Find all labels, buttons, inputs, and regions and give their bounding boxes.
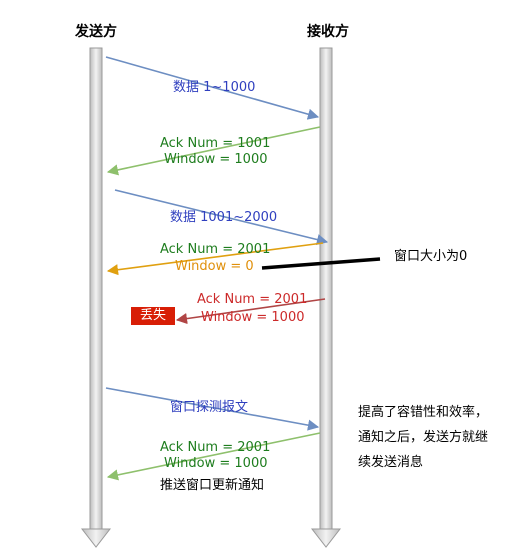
receiver-header: 接收方 [307,24,349,40]
ack-label-1-num: Ack Num = 1001 [160,136,271,151]
data-label-2: 数据 1001~2000 [170,210,278,225]
data-arrow-1 [105,56,320,120]
lost-ack-num: Ack Num = 2001 [197,292,308,307]
sender-lifeline [80,47,112,548]
lost-arrow [175,298,326,325]
lost-badge: 丢失 [131,307,175,325]
data-label-1: 数据 1~1000 [173,80,256,95]
ack-label-2-num: Ack Num = 2001 [160,242,271,257]
lost-ack-window: Window = 1000 [201,310,305,325]
data-arrow-2 [114,189,329,246]
ack-label-3-window: Window = 1000 [164,456,268,471]
window-zero-note: 窗口大小为0 [394,249,468,264]
zero-window-label: Window = 0 [175,259,254,274]
ack-arrow-2 [106,432,321,481]
ack-label-1-window: Window = 1000 [164,152,268,167]
probe-arrow [105,387,320,431]
ack-arrow-1 [106,126,321,176]
probe-label: 窗口探测报文 [170,400,249,415]
window-update-note: 推送窗口更新通知 [160,478,265,493]
ack-label-3-num: Ack Num = 2001 [160,440,271,455]
sender-header: 发送方 [75,24,117,40]
side-note: 提高了容错性和效率，通知之后，发送方就继续发送消息 [358,405,489,470]
window-note-pointer [261,257,381,270]
zero-window-arrow [106,242,324,276]
receiver-lifeline [310,47,342,548]
